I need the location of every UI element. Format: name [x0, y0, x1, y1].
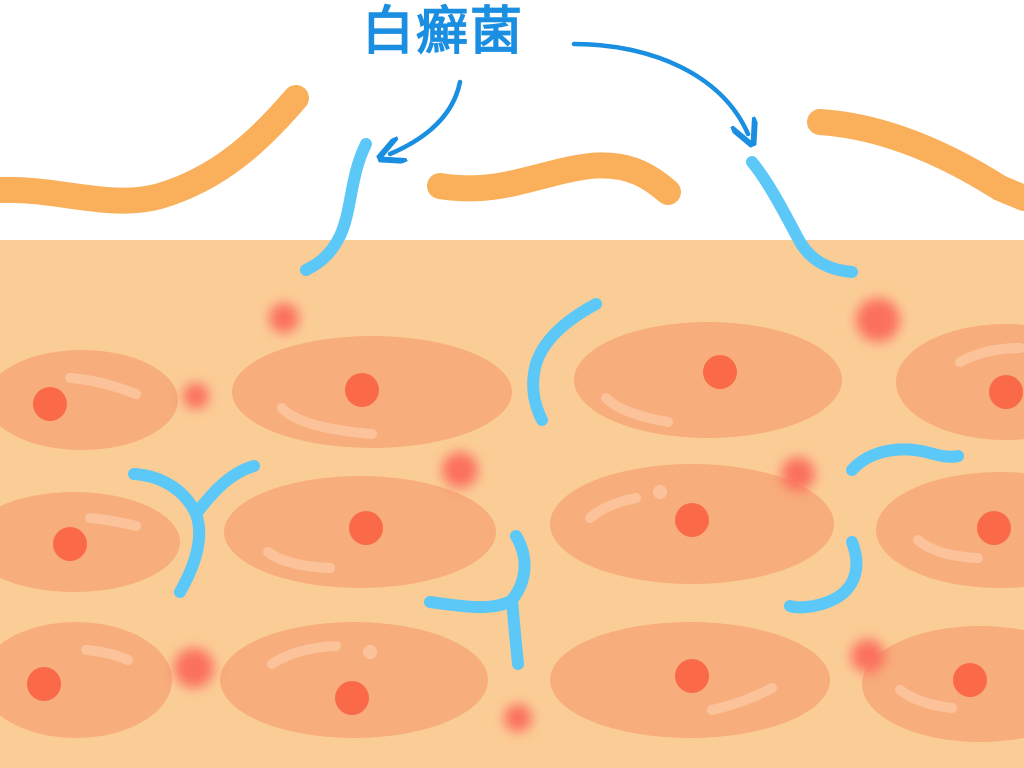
- inflammation-spot: [183, 383, 209, 409]
- cell-nucleus: [675, 659, 709, 693]
- cell: [224, 476, 496, 588]
- inflammation-spot: [174, 648, 214, 688]
- fungal-hypha: [506, 594, 524, 670]
- fungal-hypha: [846, 443, 964, 476]
- fungal-hypha: [300, 138, 372, 276]
- cell: [0, 622, 172, 738]
- cell-nucleus: [33, 387, 67, 421]
- fungus-group: [128, 138, 964, 670]
- cell: [0, 492, 180, 592]
- cell-nucleus: [675, 503, 709, 537]
- cell-nucleus: [345, 373, 379, 407]
- cell-nucleus: [977, 511, 1011, 545]
- pointer-arrow-right: [571, 41, 748, 134]
- cell: [862, 626, 1024, 742]
- cell: [896, 324, 1024, 440]
- inflammation-spot: [781, 457, 815, 491]
- fungal-hypha: [527, 298, 602, 426]
- hair-group: [0, 85, 1024, 214]
- hair-strand: [0, 85, 309, 214]
- cell-nucleus: [953, 663, 987, 697]
- inflammation-spot: [504, 704, 532, 732]
- cell: [574, 322, 842, 438]
- cell-nucleus: [349, 511, 383, 545]
- cell-nucleus: [703, 355, 737, 389]
- cell-nucleus: [989, 375, 1023, 409]
- cell: [220, 622, 488, 738]
- inflammation-group: [174, 298, 900, 732]
- inflammation-spot: [851, 639, 885, 673]
- cell-nucleus: [335, 681, 369, 715]
- cell: [0, 350, 178, 450]
- fungal-hypha: [190, 460, 260, 520]
- pointer-arrow-left: [390, 79, 463, 154]
- hair-strand: [427, 152, 681, 205]
- cell: [550, 622, 830, 738]
- cell: [232, 336, 512, 448]
- cell: [876, 472, 1024, 588]
- inflammation-spot: [442, 452, 478, 488]
- fungus-label: 白癬菌: [362, 2, 525, 62]
- cell-nucleus: [27, 667, 61, 701]
- fungal-hypha: [746, 156, 858, 278]
- cell-nucleus: [53, 527, 87, 561]
- fungal-hypha: [784, 536, 863, 614]
- hair-strand: [807, 109, 1024, 211]
- arrow-group: [390, 41, 748, 154]
- cell: [550, 464, 834, 584]
- inflammation-spot: [269, 303, 299, 333]
- inflammation-spot: [856, 298, 900, 342]
